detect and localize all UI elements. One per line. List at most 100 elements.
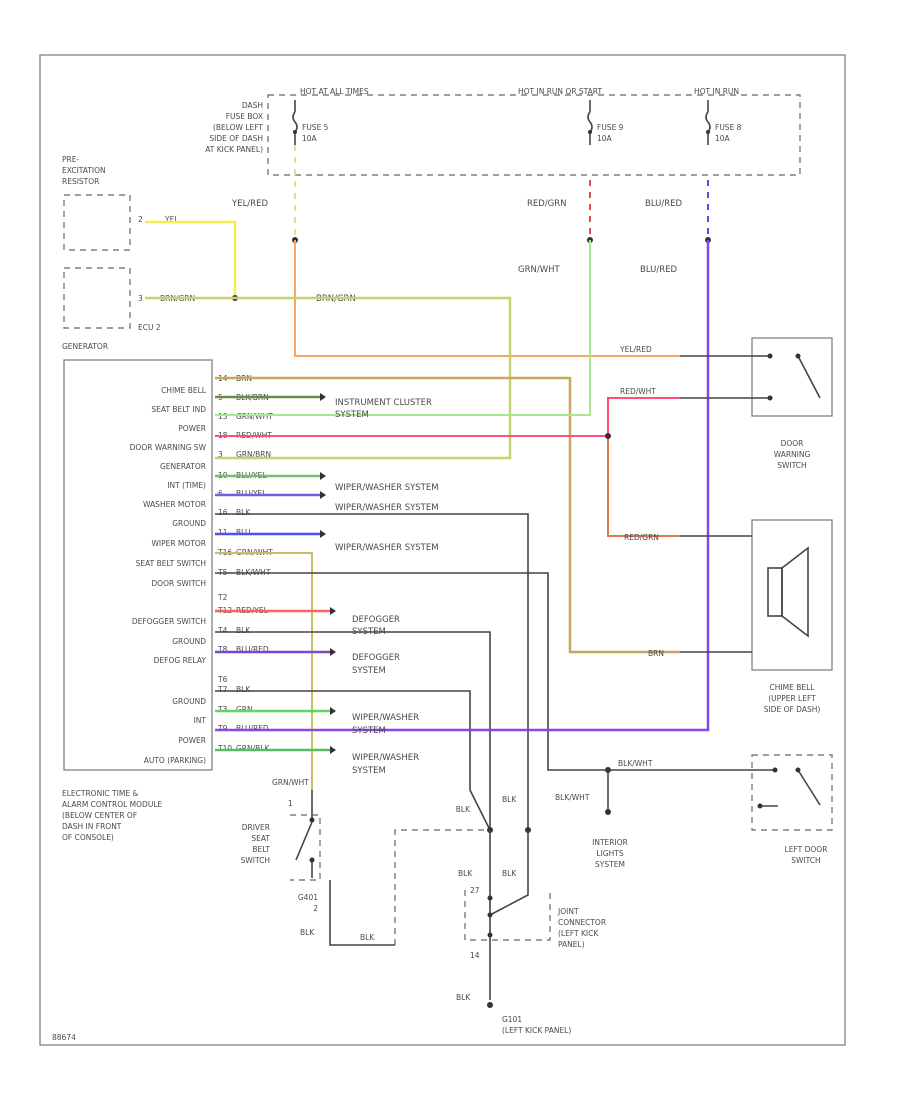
- ground-point: [487, 1002, 493, 1008]
- hot-run-start-label: HOT IN RUN OR START: [518, 87, 602, 96]
- ecu2-connector: [63, 267, 131, 329]
- svg-text:INTERIOR: INTERIOR: [592, 838, 628, 847]
- svg-text:SWITCH: SWITCH: [791, 856, 820, 865]
- red-grn-wire: [607, 436, 680, 537]
- svg-text:10A: 10A: [597, 134, 613, 143]
- svg-text:DASH IN FRONT: DASH IN FRONT: [62, 822, 122, 831]
- svg-text:SIDE OF DASH: SIDE OF DASH: [209, 134, 263, 143]
- svg-text:3: 3: [218, 450, 223, 459]
- svg-text:AT KICK PANEL): AT KICK PANEL): [205, 145, 263, 154]
- joint-lead: [489, 830, 529, 916]
- pin-name: GROUND: [172, 519, 206, 528]
- svg-text:BLU/YEL: BLU/YEL: [236, 489, 267, 498]
- g401-label: G401 2: [298, 893, 318, 913]
- svg-text:SWITCH: SWITCH: [777, 461, 806, 470]
- module-wires: 14 BRN 5 BLK/BRN 13 GRN/WHT 18 RED/WHT 3…: [217, 374, 273, 753]
- driver-seat-belt-switch-label: DRIVER SEAT BELT SWITCH: [241, 823, 271, 865]
- joint-connector-label: JOINT CONNECTOR (LEFT KICK PANEL): [557, 907, 606, 949]
- svg-text:SIDE OF DASH): SIDE OF DASH): [764, 705, 821, 714]
- splice-dot: [487, 895, 493, 901]
- svg-text:GRN/BLK: GRN/BLK: [236, 744, 270, 753]
- blk-ground-t7: [215, 690, 491, 831]
- svg-text:GRN/BRN: GRN/BRN: [236, 450, 271, 459]
- svg-text:6: 6: [218, 489, 223, 498]
- wire-label: BLU/RED: [640, 265, 678, 275]
- pin-label: 14: [470, 951, 480, 960]
- pin-name: POWER: [178, 736, 206, 745]
- svg-text:CONNECTOR: CONNECTOR: [558, 918, 606, 927]
- svg-text:GRN: GRN: [236, 705, 253, 714]
- svg-text:SYSTEM: SYSTEM: [352, 726, 386, 736]
- grn-wht-wire: [215, 240, 591, 416]
- yel-red-wire: [294, 240, 680, 357]
- svg-text:EXCITATION: EXCITATION: [62, 166, 106, 175]
- pin-name: INT (TIME): [167, 481, 206, 490]
- wiper-washer-system-label: WIPER/WASHER SYSTEM: [352, 713, 419, 736]
- system-arrows: [320, 393, 336, 754]
- wire-label: BLK: [458, 869, 473, 878]
- svg-text:SYSTEM: SYSTEM: [352, 666, 386, 676]
- wire-label: RED/WHT: [620, 387, 656, 396]
- svg-text:PRE-: PRE-: [62, 155, 79, 164]
- svg-text:10A: 10A: [715, 134, 731, 143]
- svg-text:G101: G101: [502, 1015, 522, 1024]
- splice-dot: [605, 809, 611, 815]
- left-door-switch: [751, 754, 833, 831]
- fuse-8: FUSE 8 10A: [705, 100, 742, 145]
- switch-contact-icon: [680, 767, 821, 809]
- pin-name: CHIME BELL: [161, 386, 207, 395]
- svg-text:G401: G401: [298, 893, 318, 902]
- wiper-washer-system-label: WIPER/WASHER SYSTEM: [335, 503, 439, 513]
- time-alarm-control-module: [63, 359, 213, 771]
- svg-text:16: 16: [218, 508, 228, 517]
- svg-text:DRIVER: DRIVER: [242, 823, 270, 832]
- wire-label: BRN: [648, 649, 664, 658]
- svg-text:BLK: BLK: [236, 508, 251, 517]
- svg-text:ELECTRONIC TIME &: ELECTRONIC TIME &: [62, 789, 138, 798]
- blk-ground-wire: [329, 880, 395, 946]
- wire-label: BLK: [360, 933, 375, 942]
- fuse-box-label: DASH FUSE BOX (BELOW LEFT SIDE OF DASH A…: [205, 101, 263, 154]
- svg-text:T3: T3: [217, 705, 228, 714]
- instrument-cluster-system-label: INSTRUMENT CLUSTER SYSTEM: [335, 398, 432, 420]
- door-warning-switch: [751, 337, 833, 417]
- svg-text:T8: T8: [217, 645, 228, 654]
- ground-g101-label: G101 (LEFT KICK PANEL): [502, 1015, 571, 1035]
- pin-name: SEAT BELT SWITCH: [136, 559, 206, 568]
- svg-text:(BELOW CENTER OF: (BELOW CENTER OF: [62, 811, 137, 820]
- pre-excitation-resistor-label: PRE- EXCITATION RESISTOR: [62, 155, 106, 186]
- wire-label: YEL/RED: [619, 345, 652, 354]
- wire-label: BLK/WHT: [555, 793, 590, 802]
- svg-text:T9: T9: [217, 724, 228, 733]
- svg-text:SYSTEM: SYSTEM: [335, 410, 369, 420]
- pin-name: DEFOGGER SWITCH: [132, 617, 206, 626]
- connector-label: T2: [217, 593, 228, 602]
- chime-bell-label: CHIME BELL (UPPER LEFT SIDE OF DASH): [764, 683, 821, 714]
- blk-ground-t4: [215, 631, 491, 830]
- svg-text:PANEL): PANEL): [558, 940, 585, 949]
- svg-text:FUSE 9: FUSE 9: [597, 123, 624, 132]
- svg-text:SEAT: SEAT: [251, 834, 270, 843]
- left-door-switch-label: LEFT DOOR SWITCH: [785, 845, 828, 865]
- svg-text:SWITCH: SWITCH: [241, 856, 270, 865]
- svg-text:WARNING: WARNING: [774, 450, 811, 459]
- wire-label: GRN/WHT: [518, 265, 561, 275]
- module-pin-labels: CHIME BELL SEAT BELT IND POWER DOOR WARN…: [130, 386, 207, 765]
- svg-text:T7: T7: [217, 685, 228, 694]
- brn-chime-wire: [215, 376, 680, 654]
- pin-name: POWER: [178, 424, 206, 433]
- pin-label: 27: [470, 886, 480, 895]
- pin-name: DOOR WARNING SW: [130, 443, 207, 452]
- switch-contact-icon: [752, 353, 821, 401]
- pre-excitation-resistor: [63, 194, 131, 251]
- fuse-9: FUSE 9 10A: [587, 100, 624, 145]
- speaker-icon: [767, 546, 809, 638]
- pin-name: WASHER MOTOR: [143, 500, 206, 509]
- pin-name: GROUND: [172, 637, 206, 646]
- svg-text:11: 11: [218, 528, 228, 537]
- driver-seat-belt-switch: [290, 790, 321, 881]
- svg-text:(LEFT KICK: (LEFT KICK: [558, 929, 599, 938]
- pin-label: 2: [138, 215, 143, 224]
- pin-name: SEAT BELT IND: [151, 405, 206, 414]
